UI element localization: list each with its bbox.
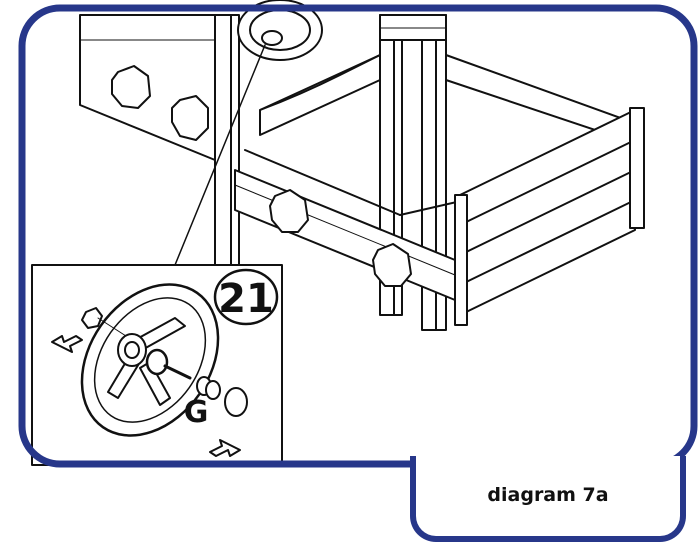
- caption-box: diagram 7a: [410, 456, 686, 542]
- part-letter-label: G: [184, 395, 209, 430]
- porthole-1: [111, 65, 151, 109]
- diagram-frame: [18, 4, 698, 468]
- part-number-label: 21: [218, 276, 274, 322]
- diagram-caption: diagram 7a: [487, 484, 609, 506]
- leader-line: [174, 44, 266, 266]
- arrow-left-icon: [51, 335, 83, 353]
- part-number-badge: [213, 268, 279, 326]
- arrow-right-icon: [209, 439, 241, 457]
- inset-detail: [31, 264, 283, 466]
- playhouse-structure: [79, 0, 645, 331]
- porthole-2: [171, 95, 209, 141]
- porthole-4: [372, 243, 412, 287]
- porthole-3: [269, 189, 309, 233]
